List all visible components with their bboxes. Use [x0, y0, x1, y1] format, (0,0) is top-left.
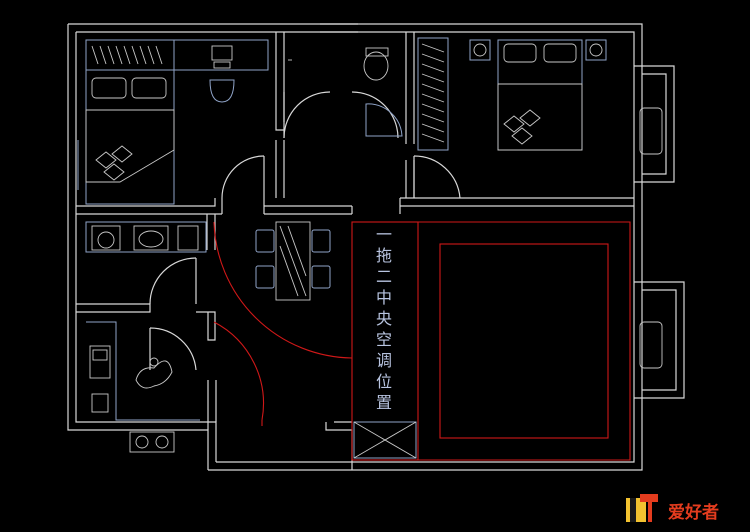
watermark-logo: 爱好者: [626, 494, 719, 523]
left-bedroom: [77, 39, 269, 205]
desk-left: [173, 39, 269, 71]
dining-chair-kitchen: [135, 360, 173, 389]
outer-walls: [67, 23, 643, 471]
ac-label-char: 拖: [376, 246, 392, 265]
ac-location-label: 一拖二中央空调位置: [376, 225, 392, 412]
door-swings: [149, 91, 461, 371]
ac-label-char: 位: [376, 372, 392, 391]
wardrobe-left: [85, 39, 175, 71]
kitchen: [86, 321, 200, 453]
sink-left: [209, 79, 235, 103]
toilet: [363, 51, 389, 81]
bed-right: [497, 39, 583, 151]
ac-label-char: 二: [376, 267, 392, 286]
ac-inner-zone: [439, 243, 609, 439]
ac-label-char: 置: [376, 393, 392, 412]
nightstand-left: [469, 39, 491, 61]
ac-label-char: 调: [376, 351, 392, 370]
entry-closet: [353, 421, 417, 459]
ac-label-char: 央: [376, 309, 392, 328]
bay-windows: [634, 65, 685, 399]
ac-label-char: 空: [376, 330, 392, 349]
red-markings: [213, 221, 631, 461]
bathroom: [288, 47, 403, 137]
right-bedroom: [417, 37, 607, 151]
ac-duct-zone: [351, 221, 419, 461]
logo-text: 爱好者: [668, 502, 719, 523]
bed-left: [85, 69, 175, 205]
laundry: [85, 221, 207, 253]
ac-label-char: 中: [376, 288, 392, 307]
dining-table: [255, 221, 331, 301]
wardrobe-right: [417, 37, 449, 151]
stove: [129, 431, 175, 453]
interior-walls: [76, 32, 634, 470]
shower: [365, 103, 403, 137]
nightstand-right: [585, 39, 607, 61]
ac-label-char: 一: [376, 225, 392, 244]
counter-laundry: [85, 221, 207, 253]
